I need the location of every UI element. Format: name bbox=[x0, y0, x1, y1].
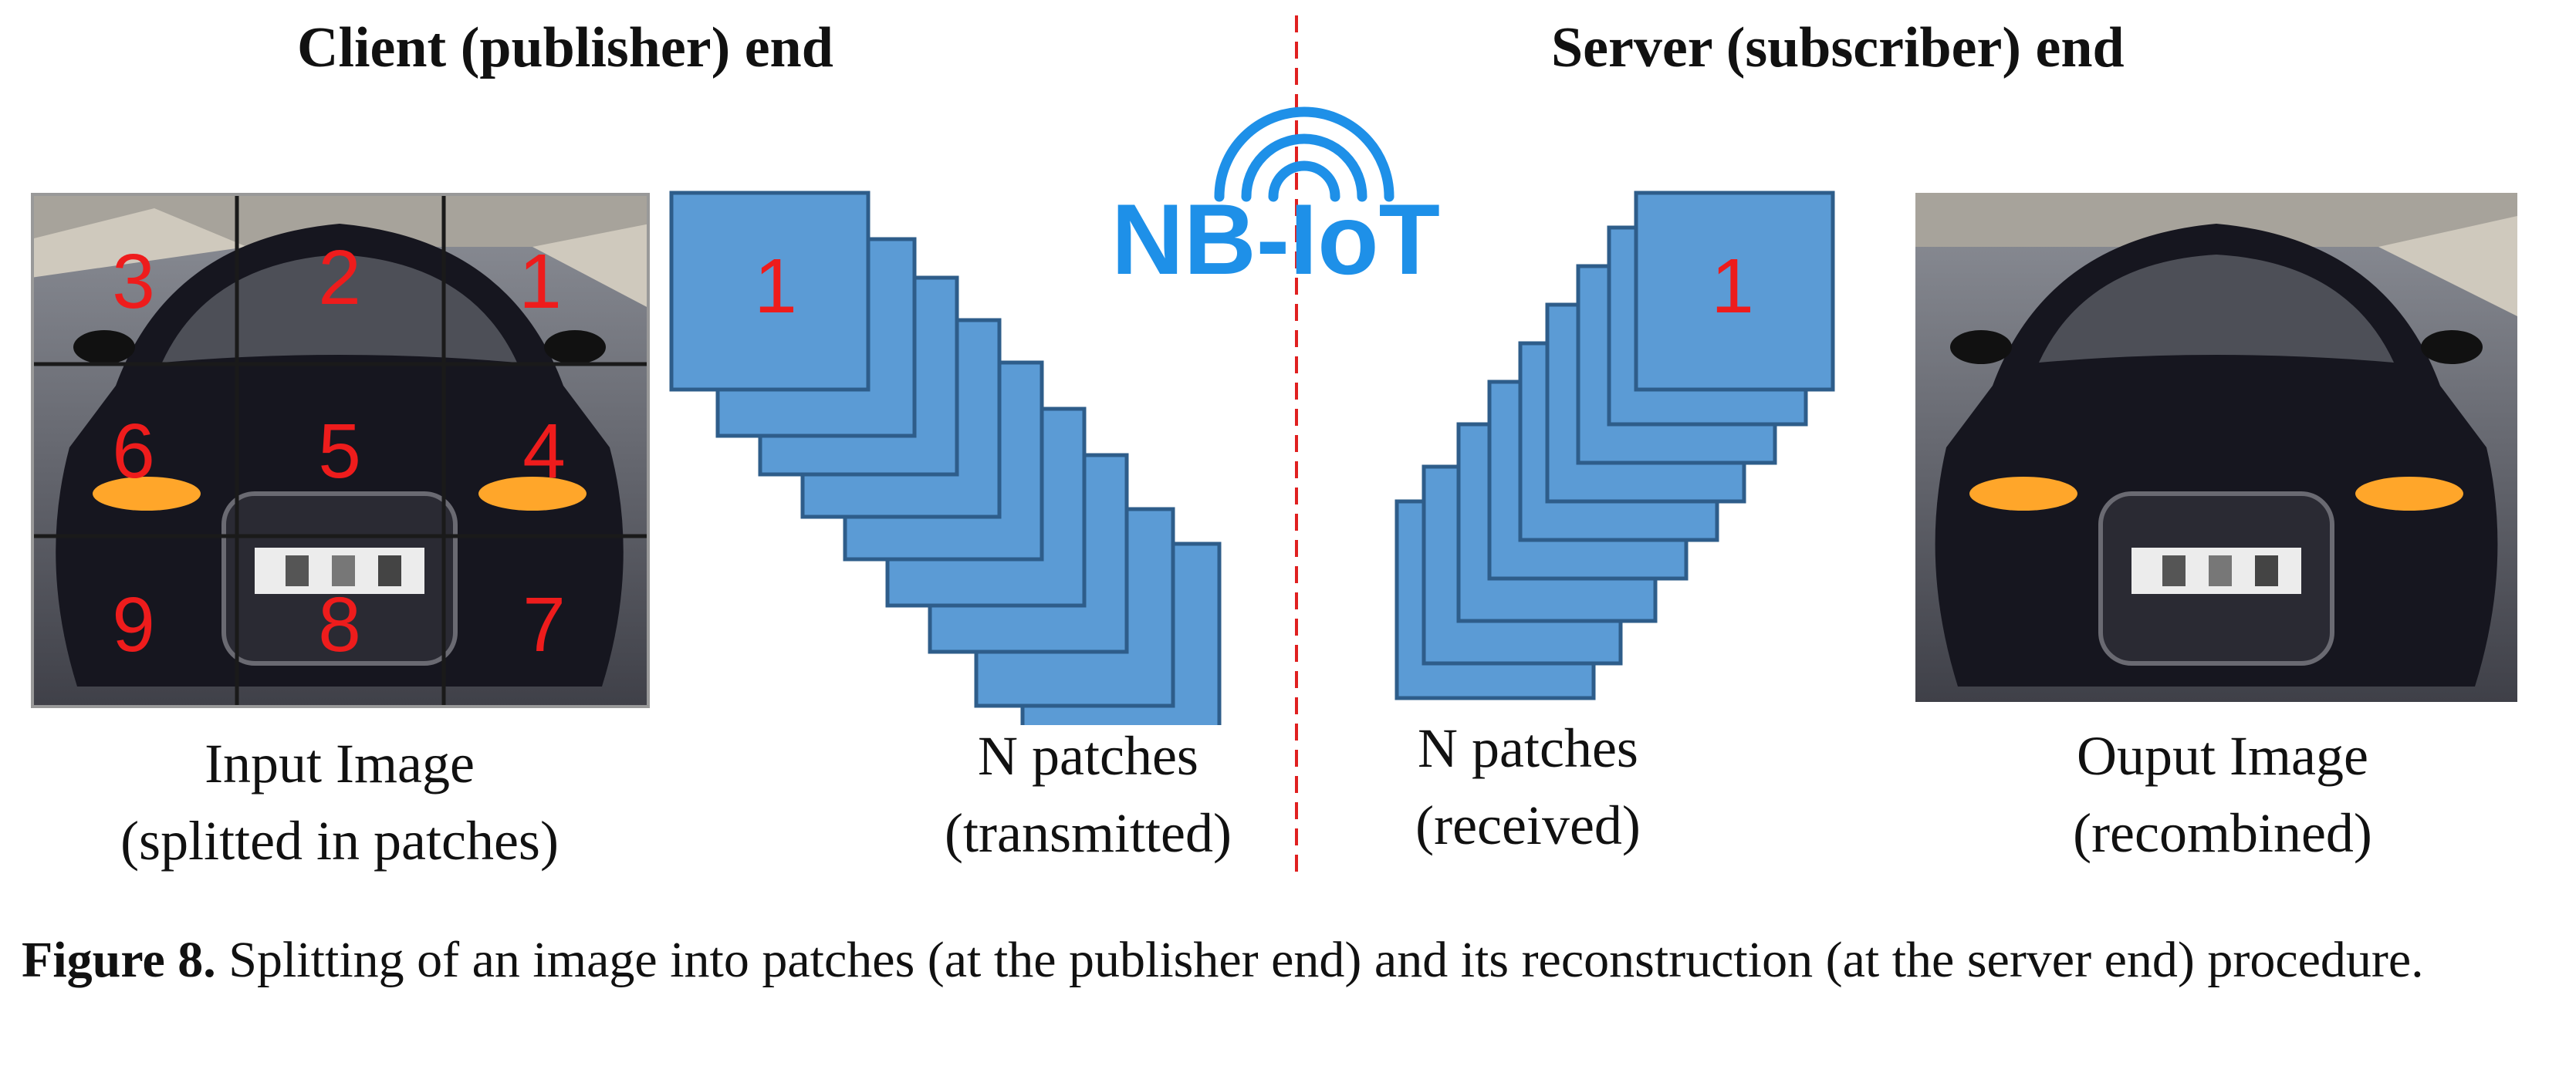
patch-label: 3 bbox=[112, 238, 155, 325]
car-photo bbox=[31, 193, 650, 708]
patch-label: 7 bbox=[522, 582, 566, 668]
patch-label: 8 bbox=[318, 582, 361, 668]
patch-square bbox=[669, 191, 870, 392]
figure-caption-text: Splitting of an image into patches (at t… bbox=[215, 932, 2424, 988]
transmitted-caption: N patches (transmitted) bbox=[887, 717, 1289, 872]
patch-square bbox=[1634, 191, 1835, 392]
patch-label: 4 bbox=[522, 408, 566, 494]
output-image bbox=[1915, 193, 2517, 702]
input-image: 3 2 1 6 5 4 9 8 7 bbox=[31, 193, 650, 708]
caption-line: Input Image bbox=[205, 733, 475, 795]
logo-text: NB-IoT bbox=[1111, 183, 1440, 293]
caption-line: (splitted in patches) bbox=[120, 810, 559, 872]
car-photo bbox=[1915, 193, 2517, 702]
caption-line: (received) bbox=[1415, 795, 1641, 856]
caption-line: N patches bbox=[978, 725, 1198, 787]
patch-label: 5 bbox=[318, 408, 361, 494]
top-patch-label: 1 bbox=[1711, 243, 1754, 329]
figure-caption-label: Figure 8. bbox=[22, 932, 216, 988]
patch-label: 2 bbox=[318, 234, 361, 321]
server-heading: Server (subscriber) end bbox=[1551, 16, 2125, 79]
patch-label: 6 bbox=[112, 408, 155, 494]
nb-iot-logo: NB-IoT bbox=[1111, 106, 1440, 293]
top-patch-label: 1 bbox=[754, 243, 797, 329]
output-image-caption: Ouput Image (recombined) bbox=[1976, 717, 2470, 872]
caption-line: (recombined) bbox=[2073, 802, 2372, 864]
patch-label: 9 bbox=[112, 582, 155, 668]
figure-caption: Figure 8. Splitting of an image into pat… bbox=[22, 922, 2561, 999]
divider-line bbox=[1295, 15, 1298, 872]
caption-line: Ouput Image bbox=[2077, 725, 2368, 787]
patch-label: 1 bbox=[519, 238, 562, 325]
wifi-signal-icon bbox=[1214, 106, 1394, 202]
received-caption: N patches (received) bbox=[1366, 710, 1690, 864]
caption-line: (transmitted) bbox=[945, 802, 1232, 864]
caption-line: N patches bbox=[1418, 717, 1638, 779]
client-heading: Client (publisher) end bbox=[297, 16, 833, 79]
input-image-caption: Input Image (splitted in patches) bbox=[46, 725, 633, 879]
received-patch-stack: 1 bbox=[1394, 191, 1835, 700]
transmitted-patch-stack: 1 bbox=[669, 191, 1222, 725]
